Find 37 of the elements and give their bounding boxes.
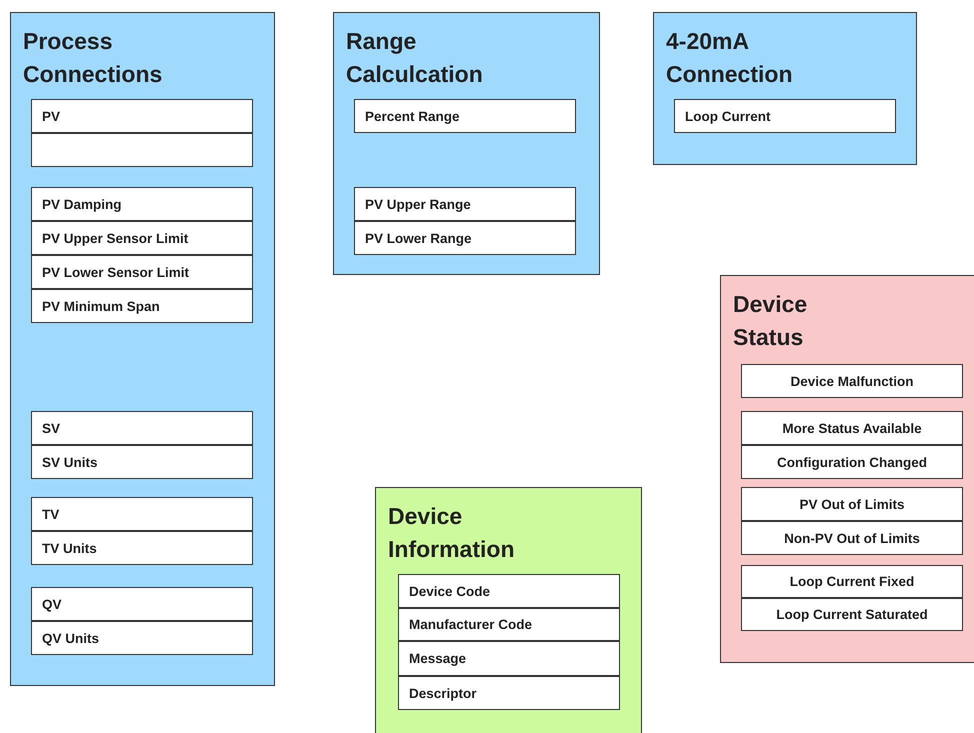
parameter-item: PV Damping [31, 187, 253, 221]
group-panel [333, 12, 600, 275]
panel-heading: 4-20mA Connection [666, 27, 794, 89]
parameter-item: SV Units [31, 445, 253, 479]
parameter-item: Device Code [398, 574, 620, 608]
parameter-item: Percent Range [354, 99, 576, 133]
parameter-item: PV [31, 99, 253, 133]
parameter-item: Non-PV Out of Limits [741, 521, 963, 555]
parameter-item: QV Units [31, 621, 253, 655]
parameter-item: More Status Available [741, 411, 963, 445]
group-panel [375, 487, 642, 733]
group-panel [10, 12, 275, 686]
parameter-item: PV Minimum Span [31, 289, 253, 323]
parameter-item: Descriptor [398, 676, 620, 710]
parameter-item: QV [31, 587, 253, 621]
parameter-item: TV [31, 497, 253, 531]
parameter-item: Message [398, 641, 620, 676]
group-panel [653, 12, 917, 165]
panel-heading: Device Information [388, 502, 516, 564]
parameter-item: PV Lower Range [354, 221, 576, 255]
parameter-item: Configuration Changed [741, 445, 963, 479]
parameter-item: TV Units [31, 531, 253, 565]
parameter-item: PV Upper Range [354, 187, 576, 221]
panel-heading: Process Connections [23, 27, 164, 89]
group-panel [720, 275, 974, 663]
parameter-item: Loop Current Saturated [741, 598, 963, 631]
empty-item-box [31, 133, 253, 167]
parameter-item: PV Upper Sensor Limit [31, 221, 253, 255]
panel-heading: Range Calculcation [346, 27, 484, 89]
parameter-item: SV [31, 411, 253, 445]
parameter-item: PV Lower Sensor Limit [31, 255, 253, 289]
parameter-item: Manufacturer Code [398, 608, 620, 641]
parameter-item: Device Malfunction [741, 364, 963, 398]
parameter-item: PV Out of Limits [741, 487, 963, 521]
panel-heading: Device Status [733, 290, 808, 352]
parameter-item: Loop Current Fixed [741, 565, 963, 598]
parameter-item: Loop Current [674, 99, 896, 133]
